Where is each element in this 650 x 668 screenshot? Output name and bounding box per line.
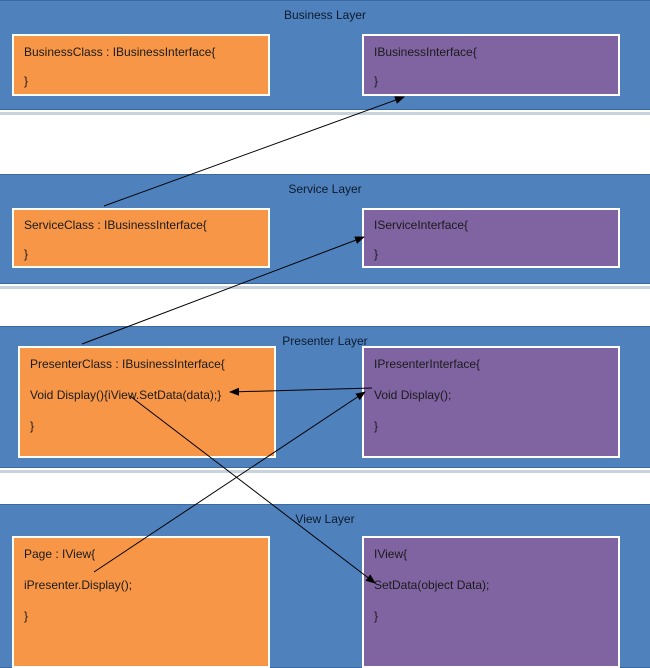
view-layer-title: View Layer	[295, 512, 355, 526]
view-class-box: Page : IView{ iPresenter.Display(); }	[12, 536, 270, 668]
arrow-serviceclass-to-ibusinessinterface	[103, 96, 405, 207]
separator	[0, 470, 650, 473]
arrow-page-display-to-ipresenterinterface	[93, 391, 366, 573]
business-class-box: BusinessClass : IBusinessInterface{ }	[12, 34, 270, 96]
business-layer-title: Business Layer	[283, 8, 367, 22]
separator	[0, 286, 650, 289]
business-interface-line-1: IBusinessInterface{	[374, 45, 477, 59]
presenter-interface-line-2: Void Display();	[374, 388, 452, 402]
business-class-line-2: }	[24, 74, 29, 88]
view-class-line-1: Page : IView{	[24, 547, 96, 561]
arrow-ipresenter-display-to-presenter-display	[229, 387, 373, 396]
business-class-line-1: BusinessClass : IBusinessInterface{	[24, 45, 216, 59]
service-class-box: ServiceClass : IBusinessInterface{ }	[12, 208, 270, 268]
presenter-class-line-2: Void Display(){iView.SetData(data);}	[30, 388, 222, 402]
arrow-presenter-setdata-to-iview-setdata	[129, 395, 376, 584]
service-interface-line-1: IServiceInterface{	[374, 218, 469, 232]
view-interface-line-3: }	[374, 609, 379, 623]
service-class-line-2: }	[24, 247, 29, 261]
presenter-layer-title: Presenter Layer	[282, 334, 368, 348]
arrow-presenterclass-to-iserviceinterface	[81, 236, 365, 345]
presenter-interface-line-3: }	[374, 419, 379, 433]
view-class-line-2: iPresenter.Display();	[24, 578, 133, 592]
separator	[0, 112, 650, 115]
view-interface-line-2: SetData(object Data);	[374, 578, 490, 592]
view-class-line-3: }	[24, 609, 29, 623]
service-interface-line-2: }	[374, 247, 379, 261]
presenter-class-line-1: PresenterClass : IBusinessInterface{	[30, 357, 225, 371]
service-interface-box: IServiceInterface{ }	[362, 208, 620, 268]
view-interface-box: IView{ SetData(object Data); }	[362, 536, 620, 668]
presenter-interface-line-1: IPresenterInterface{	[374, 357, 481, 371]
service-layer-title: Service Layer	[288, 182, 362, 196]
presenter-class-line-3: }	[30, 419, 35, 433]
service-class-line-1: ServiceClass : IBusinessInterface{	[24, 218, 207, 232]
presenter-interface-box: IPresenterInterface{ Void Display(); }	[362, 346, 620, 458]
view-interface-line-1: IView{	[374, 547, 408, 561]
presenter-class-box: PresenterClass : IBusinessInterface{ Voi…	[18, 346, 276, 458]
business-interface-line-2: }	[374, 74, 379, 88]
business-interface-box: IBusinessInterface{ }	[362, 34, 620, 96]
